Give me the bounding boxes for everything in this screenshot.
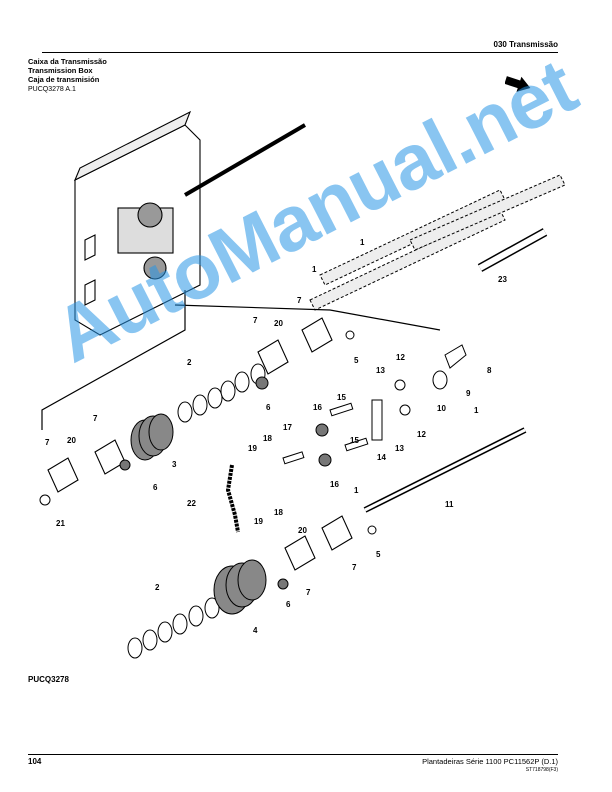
callout-1-d: 1 <box>354 486 359 495</box>
callout-13-b: 13 <box>395 444 404 453</box>
callout-5-a: 5 <box>354 356 359 365</box>
callout-9: 9 <box>466 389 471 398</box>
callout-19-a: 19 <box>248 444 257 453</box>
tube-23 <box>477 228 548 272</box>
transmission-housing <box>73 110 201 336</box>
callout-20-a: 20 <box>274 319 283 328</box>
callout-15-a: 15 <box>337 393 346 402</box>
callout-6-c: 6 <box>286 600 291 609</box>
callout-14: 14 <box>377 453 386 462</box>
callout-7-d: 7 <box>45 438 50 447</box>
callout-11: 11 <box>445 500 454 509</box>
callout-6-b: 6 <box>153 483 158 492</box>
callout-21: 21 <box>56 519 65 528</box>
callout-3: 3 <box>172 460 177 469</box>
hex-shafts <box>309 174 566 311</box>
callout-6-a: 6 <box>266 403 271 412</box>
callout-2-a: 2 <box>187 358 192 367</box>
callout-10: 10 <box>437 404 446 413</box>
callout-23: 23 <box>498 275 507 284</box>
sprocket-stack-4 <box>213 559 267 615</box>
chain-22 <box>225 464 240 533</box>
footer-divider <box>28 754 558 755</box>
page-number: 104 <box>28 757 42 766</box>
callout-13-a: 13 <box>376 366 385 375</box>
bearings-upper <box>177 363 266 423</box>
callout-15-b: 15 <box>350 436 359 445</box>
header-divider <box>42 52 558 53</box>
direction-arrow-icon <box>505 76 531 92</box>
small-parts <box>39 330 467 590</box>
callout-18-a: 18 <box>263 434 272 443</box>
title-spanish: Caja de transmisión <box>28 75 100 84</box>
callout-20-b: 20 <box>67 436 76 445</box>
document-reference: PUCQ3278 A.1 <box>28 86 76 93</box>
callout-19-b: 19 <box>254 517 263 526</box>
title-portuguese: Caixa da Transmissão <box>28 57 107 66</box>
callout-4: 4 <box>253 626 258 635</box>
callout-8: 8 <box>487 366 492 375</box>
drive-shaft-top <box>183 123 307 197</box>
callout-20-c: 20 <box>298 526 307 535</box>
callout-7-e: 7 <box>352 563 357 572</box>
callout-7-c: 7 <box>93 414 98 423</box>
callout-12-b: 12 <box>417 430 426 439</box>
bearings-lower <box>127 597 220 659</box>
sprocket-stack-3 <box>130 413 174 461</box>
callout-1-c: 1 <box>474 406 479 415</box>
callout-16-b: 16 <box>330 480 339 489</box>
callout-7-a: 7 <box>297 296 302 305</box>
callout-2-b: 2 <box>155 583 160 592</box>
title-block: Caixa da Transmissão Transmission Box Ca… <box>28 57 107 84</box>
footer-code: ST718798(F3) <box>525 767 558 773</box>
flange-plates <box>47 317 353 571</box>
callout-17: 17 <box>283 423 292 432</box>
callout-16-a: 16 <box>313 403 322 412</box>
title-english: Transmission Box <box>28 66 93 75</box>
callout-7-f: 7 <box>306 588 311 597</box>
callout-7-b: 7 <box>253 316 258 325</box>
figure-caption: PUCQ3278 <box>28 675 69 684</box>
section-title: 030 Transmissão <box>493 40 558 49</box>
callout-1-a: 1 <box>360 238 365 247</box>
manual-reference: Plantadeiras Série 1100 PC11562P (D.1) <box>422 757 558 766</box>
callout-1-b: 1 <box>312 265 317 274</box>
callout-5-b: 5 <box>376 550 381 559</box>
callout-12-a: 12 <box>396 353 405 362</box>
callout-22: 22 <box>187 499 196 508</box>
callout-18-b: 18 <box>274 508 283 517</box>
